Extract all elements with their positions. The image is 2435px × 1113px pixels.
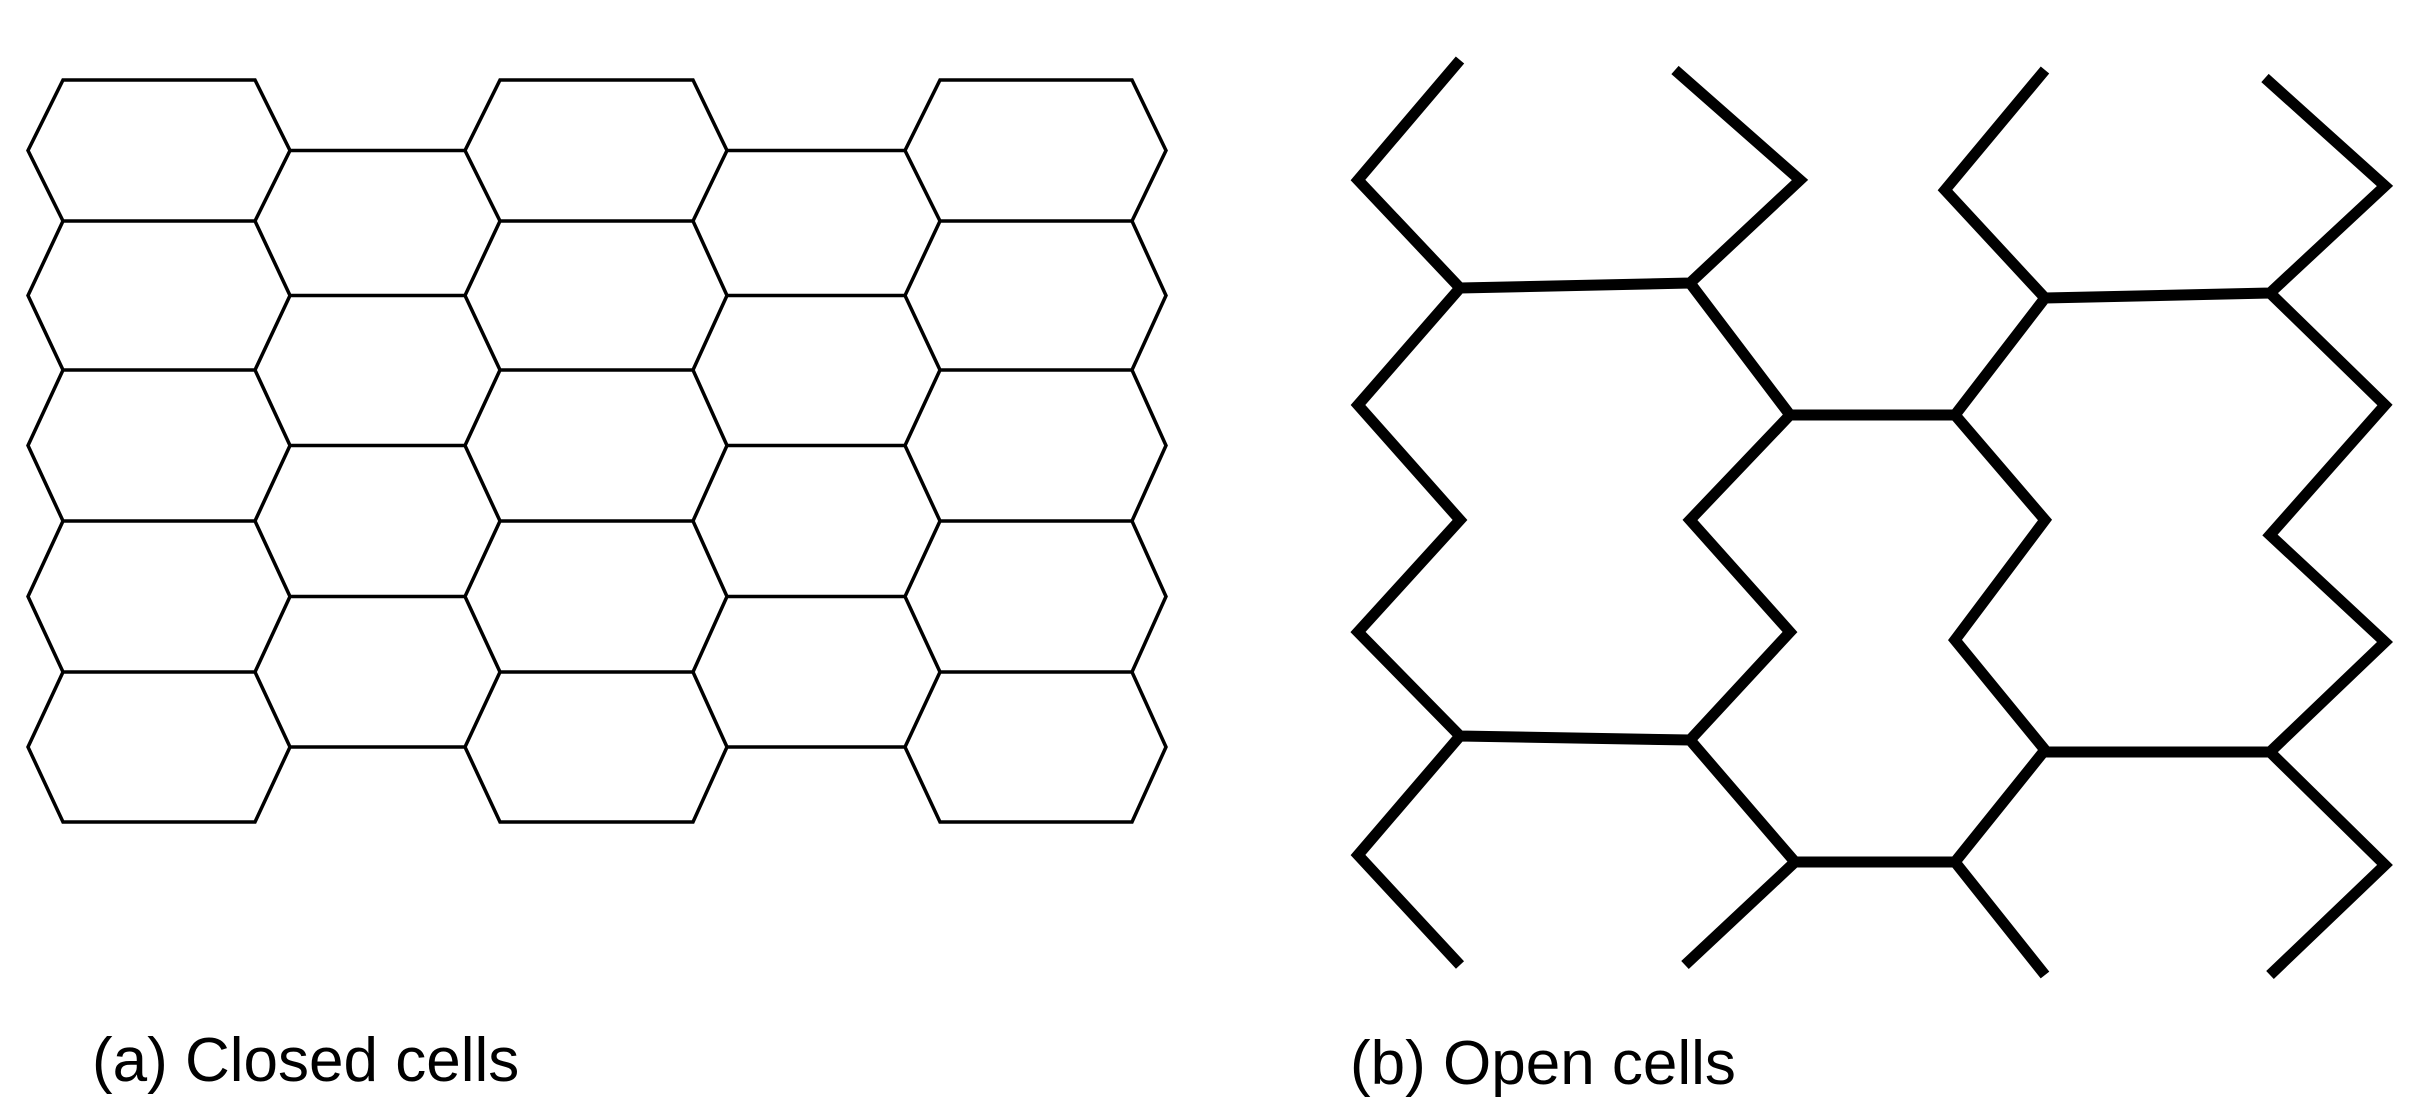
caption-closed-cells: (a) Closed cells	[92, 1026, 520, 1095]
closed-cells-diagram	[26, 78, 1168, 824]
open-cell-strut	[1350, 56, 2394, 979]
caption-open-cells: (b) Open cells	[1350, 1029, 1736, 1098]
open-cells-diagram	[1350, 56, 2394, 979]
closed-cell-wall	[26, 78, 1168, 824]
